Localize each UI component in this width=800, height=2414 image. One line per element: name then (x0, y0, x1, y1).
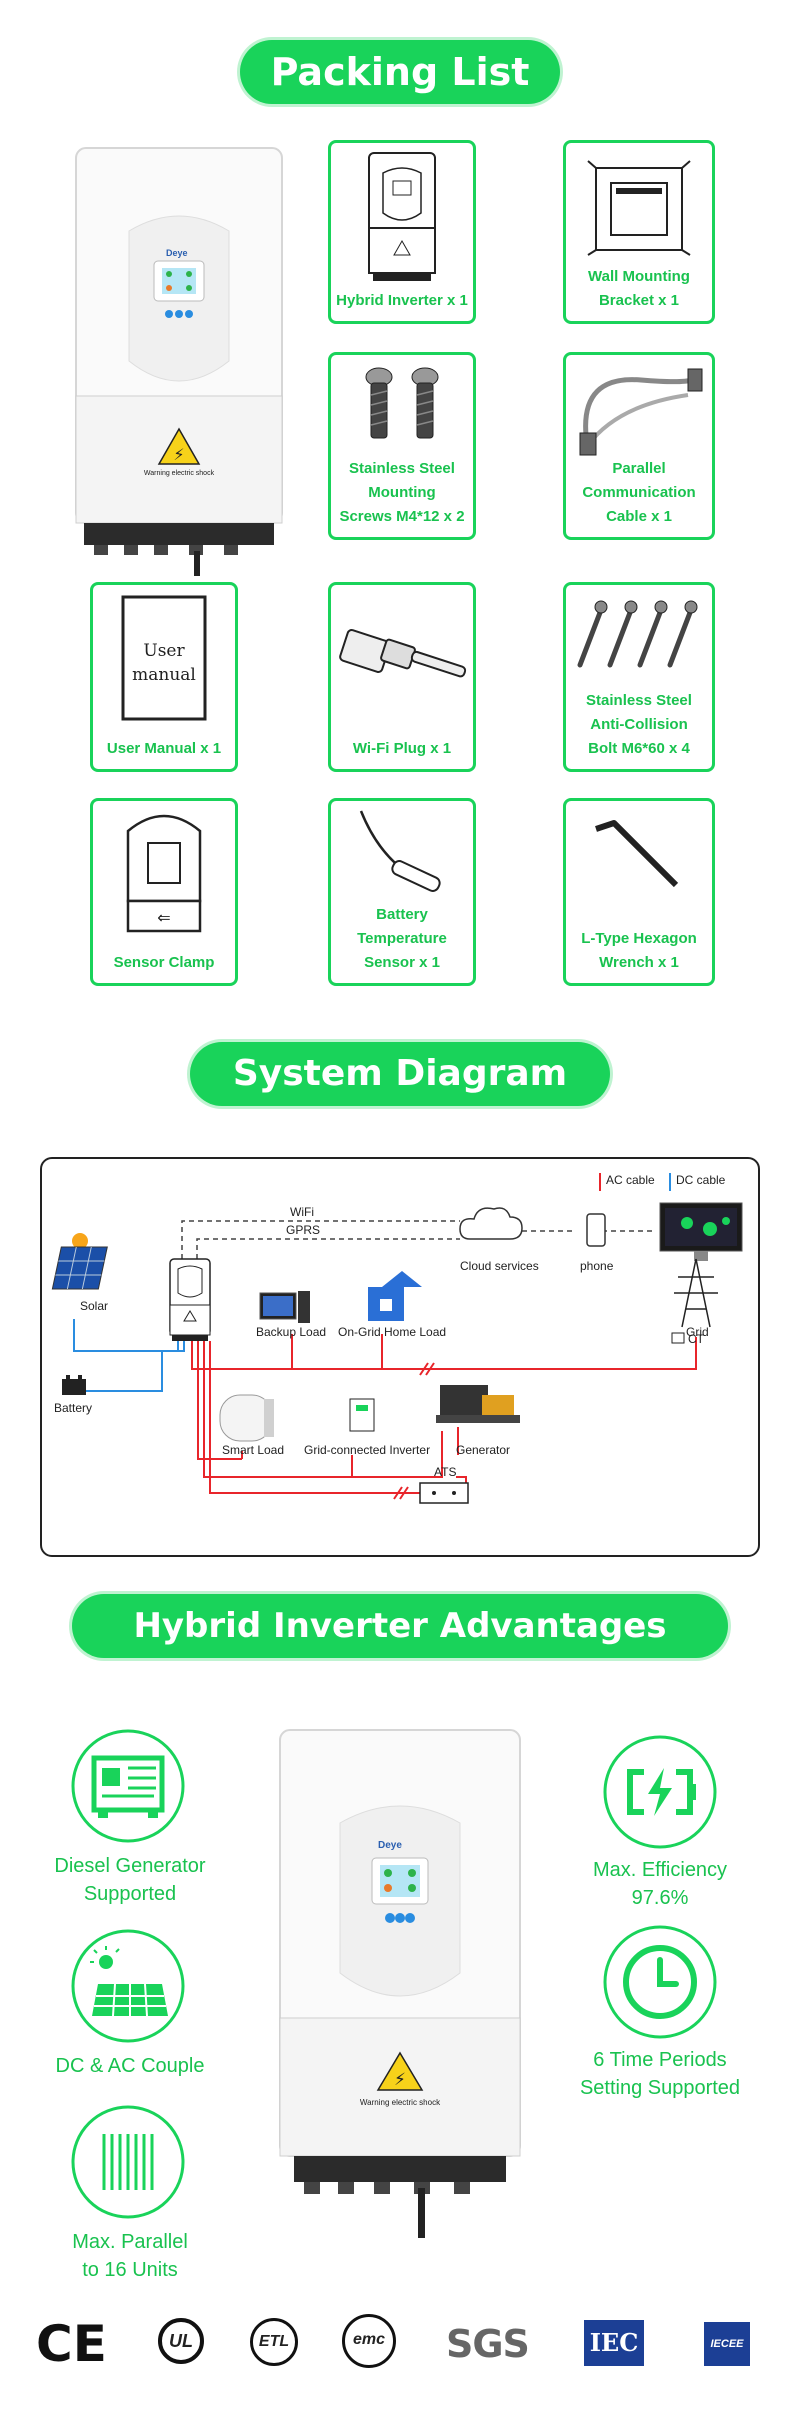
packing-item-user-manual: User manual User Manual x 1 (90, 582, 238, 772)
sgs-logo: SGS (446, 2322, 530, 2366)
inverter-image: ⚡ Deye Warning electric shock (278, 1728, 522, 2242)
svg-text:⇐: ⇐ (157, 908, 170, 927)
solar-label: Solar (80, 1299, 109, 1313)
warning-label: Warning electric shock (143, 470, 215, 477)
inverter-brand: Deye (378, 1840, 402, 1851)
smart-load-label: Smart Load (222, 1443, 285, 1457)
generator-icon (70, 1728, 186, 1844)
ct-label: CT (688, 1332, 704, 1346)
generator-label: Generator (456, 1443, 511, 1457)
packing-item-screws: Stainless Steel Mounting Screws M4*12 x … (328, 352, 476, 540)
battery-charge-icon (602, 1734, 718, 1850)
advantage-label: Diesel Generator Supported (54, 1855, 206, 1905)
clock-icon (602, 1924, 718, 2040)
advantage-label: Max. Efficiency 97.6% (592, 1859, 728, 1909)
advantage-label: Max. Parallel to 16 Units (72, 2231, 188, 2281)
backup-load-label: Backup Load (256, 1325, 327, 1339)
ul-logo: UL (158, 2314, 208, 2374)
item-label: Sensor Clamp (113, 954, 215, 971)
packing-item-wall-bracket: Wall Mounting Bracket x 1 (563, 140, 715, 324)
advantages-title: Hybrid Inverter Advantages (72, 1594, 728, 1658)
item-label: Wall Mounting Bracket x 1 (588, 268, 690, 309)
item-label: User Manual x 1 (106, 740, 222, 757)
grid-label: Grid (686, 1325, 709, 1339)
svg-text:⚡: ⚡ (394, 2070, 406, 2090)
battery-label: Battery (54, 1401, 93, 1415)
ce-logo: CE (36, 2315, 107, 2373)
ats-label: ATS (434, 1465, 457, 1479)
system-diagram: AC cable DC cable WiFi GPRS Cloud servic… (40, 1157, 760, 1557)
system-diagram-title: System Diagram (190, 1042, 610, 1106)
manual-text: User manual (132, 641, 196, 685)
solar-panel-icon (70, 1928, 186, 2044)
gprs-label: GPRS (286, 1223, 321, 1237)
inverter-image: ⚡ Deye Warning electric shock (74, 146, 284, 576)
item-label: Hybrid Inverter x 1 (336, 292, 468, 309)
packing-item-bolts: Stainless Steel Anti-Collision Bolt M6*6… (563, 582, 715, 772)
packing-item-temp-sensor: Battery Temperature Sensor x 1 (328, 798, 476, 986)
legend-ac: AC cable (606, 1173, 655, 1187)
packing-list-title: Packing List (240, 40, 560, 104)
packing-item-parallel-cable: Parallel Communication Cable x 1 (563, 352, 715, 540)
legend-dc: DC cable (676, 1173, 726, 1187)
svg-text:⚡: ⚡ (173, 445, 184, 464)
item-label: Wi-Fi Plug x 1 (352, 740, 452, 757)
ongrid-home-label: On-Grid Home Load (338, 1325, 447, 1339)
etl-logo: ETL (250, 2314, 306, 2374)
wifi-label: WiFi (290, 1205, 314, 1219)
item-label: Stainless Steel Mounting Screws M4*12 x … (339, 460, 465, 525)
item-label: Stainless Steel Anti-Collision Bolt M6*6… (586, 692, 692, 757)
iec-logo: IEC (584, 2314, 648, 2374)
packing-item-sensor-clamp: ⇐ Sensor Clamp (90, 798, 238, 986)
packing-item-wifi-plug: Wi-Fi Plug x 1 (328, 582, 476, 772)
inverter-brand: Deye (166, 248, 188, 258)
parallel-icon (70, 2104, 186, 2220)
item-label: Parallel Communication Cable x 1 (582, 460, 696, 525)
packing-item-hex-wrench: L-Type Hexagon Wrench x 1 (563, 798, 715, 986)
grid-inverter-label: Grid-connected Inverter (304, 1443, 431, 1457)
phone-label: phone (580, 1259, 614, 1273)
item-label: L-Type Hexagon Wrench x 1 (581, 930, 697, 971)
advantage-label: 6 Time Periods Setting Supported (579, 2049, 741, 2099)
item-label: Battery Temperature Sensor x 1 (357, 906, 447, 971)
advantage-label: DC & AC Couple (55, 2055, 205, 2077)
warning-label: Warning electric shock (359, 2098, 441, 2107)
packing-item-hybrid-inverter: Hybrid Inverter x 1 (328, 140, 476, 324)
emc-logo: emc (342, 2314, 402, 2374)
cloud-label: Cloud services (460, 1259, 539, 1273)
iecee-logo: IECEE (704, 2314, 760, 2374)
